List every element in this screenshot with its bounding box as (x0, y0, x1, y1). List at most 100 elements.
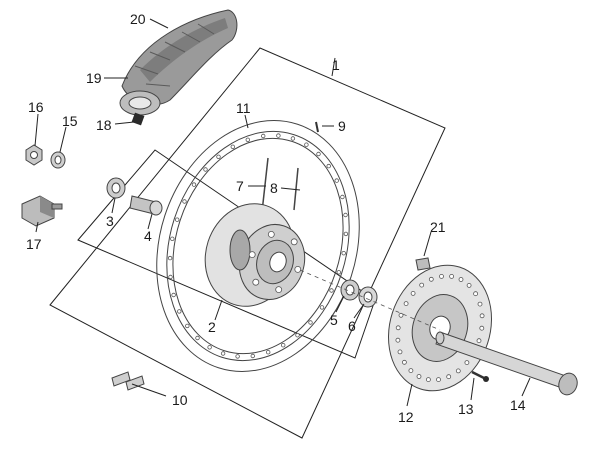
rim-hole (235, 354, 240, 359)
disc-vent-hole (477, 301, 483, 307)
hub-bolt (294, 265, 302, 273)
label-part-18: 18 (96, 117, 112, 133)
disc-vent-hole (408, 368, 414, 374)
rim-hole (261, 133, 266, 139)
label-part-15: 15 (62, 113, 78, 129)
label-part-17: 17 (26, 236, 42, 252)
disc-vent-hole (395, 325, 401, 331)
rim-hole (290, 136, 296, 141)
disc-vent-hole (439, 273, 444, 279)
rim-hole (266, 350, 271, 355)
hub-bolt (267, 230, 275, 238)
rim-hole (182, 199, 187, 204)
rim-hole (168, 274, 173, 280)
disc-vent-hole (458, 277, 464, 282)
label-part-14: 14 (510, 397, 526, 413)
disc-vent-hole (464, 360, 470, 366)
rim-hole (167, 255, 173, 261)
disc-vent-hole (419, 282, 425, 288)
spacer (106, 177, 126, 199)
rim-hole (308, 320, 313, 325)
inner-tube (119, 90, 161, 126)
rim-hole (177, 309, 182, 314)
rim-hole (343, 212, 348, 218)
label-part-11: 11 (236, 100, 251, 116)
wheel-axle (435, 331, 578, 396)
rim-hole (295, 333, 300, 338)
washer (50, 151, 66, 169)
rim-hole (343, 231, 349, 237)
label-part-8: 8 (270, 180, 278, 196)
tire (121, 9, 238, 106)
disc-vent-hole (455, 368, 461, 374)
label-part-6: 6 (348, 318, 356, 334)
rim-hole (216, 154, 221, 159)
rim-hole (340, 194, 345, 200)
disc-vent-hole (395, 337, 401, 343)
disc-vent-hole (410, 290, 416, 296)
disc-vent-hole (436, 377, 441, 383)
balance-weights (111, 371, 145, 391)
rim-spoke-holes (167, 133, 349, 359)
label-part-4: 4 (144, 228, 152, 244)
nut (25, 144, 43, 166)
hub-bolt-circle (248, 230, 302, 294)
label-part-3: 3 (106, 213, 114, 229)
rim-hole (341, 250, 346, 256)
disc-vent-hole (397, 349, 403, 355)
rim-hole (185, 323, 190, 329)
wheel-rim (156, 120, 360, 372)
rim-hole (276, 133, 281, 138)
rim-hole (326, 163, 331, 169)
disc-vent-hole (466, 282, 472, 288)
disc-tag (415, 257, 431, 271)
rim-hole (195, 335, 200, 341)
label-part-1: 1 (332, 57, 340, 73)
rim-hole (245, 137, 250, 142)
rim-hole (304, 142, 309, 147)
label-part-12: 12 (398, 409, 414, 425)
rim-hole (207, 345, 212, 350)
label-part-5: 5 (330, 312, 338, 328)
label-part-20: 20 (130, 11, 146, 27)
disc-vent-hole (449, 273, 455, 279)
disc-vent-hole (473, 291, 479, 297)
label-part-19: 19 (86, 70, 102, 86)
assembly-frame (49, 47, 446, 439)
rim-hole (334, 178, 339, 183)
disc-vent-hole (425, 377, 431, 383)
rim-hole (319, 305, 325, 310)
axle-centerline (299, 269, 441, 331)
rim-hole (281, 343, 286, 348)
speedometer-drive (21, 195, 63, 227)
label-part-2: 2 (208, 319, 216, 335)
hub-bolt (252, 278, 260, 286)
disc-vent-hole (479, 325, 485, 331)
rim-hole (250, 353, 255, 359)
leader-lines (34, 18, 531, 407)
disc-vent-hole (446, 374, 452, 380)
rim-hole (170, 236, 175, 241)
disc-vent-hole (479, 313, 485, 319)
disc-vent-hole (403, 301, 409, 307)
disc-vent-hole (476, 338, 482, 344)
rim-hole (220, 351, 226, 356)
rim-hole (329, 288, 334, 293)
rim-hole (171, 292, 176, 298)
rim-hole (336, 270, 341, 275)
label-part-21: 21 (430, 219, 446, 235)
rim-hole (191, 182, 197, 187)
label-part-13: 13 (458, 401, 474, 417)
disc-vent-hole (401, 359, 407, 365)
disc-vent-hole (398, 312, 404, 318)
rim-hole (316, 151, 321, 157)
label-part-10: 10 (172, 392, 188, 408)
valve (315, 121, 319, 133)
part-labels: 1 2 3 4 5 6 7 8 9 10 11 12 13 14 15 16 1… (26, 11, 526, 425)
rim-hole (174, 217, 180, 222)
rim-hole (230, 144, 235, 149)
rim-hole (203, 167, 208, 172)
disc-vent-hole (428, 276, 434, 282)
